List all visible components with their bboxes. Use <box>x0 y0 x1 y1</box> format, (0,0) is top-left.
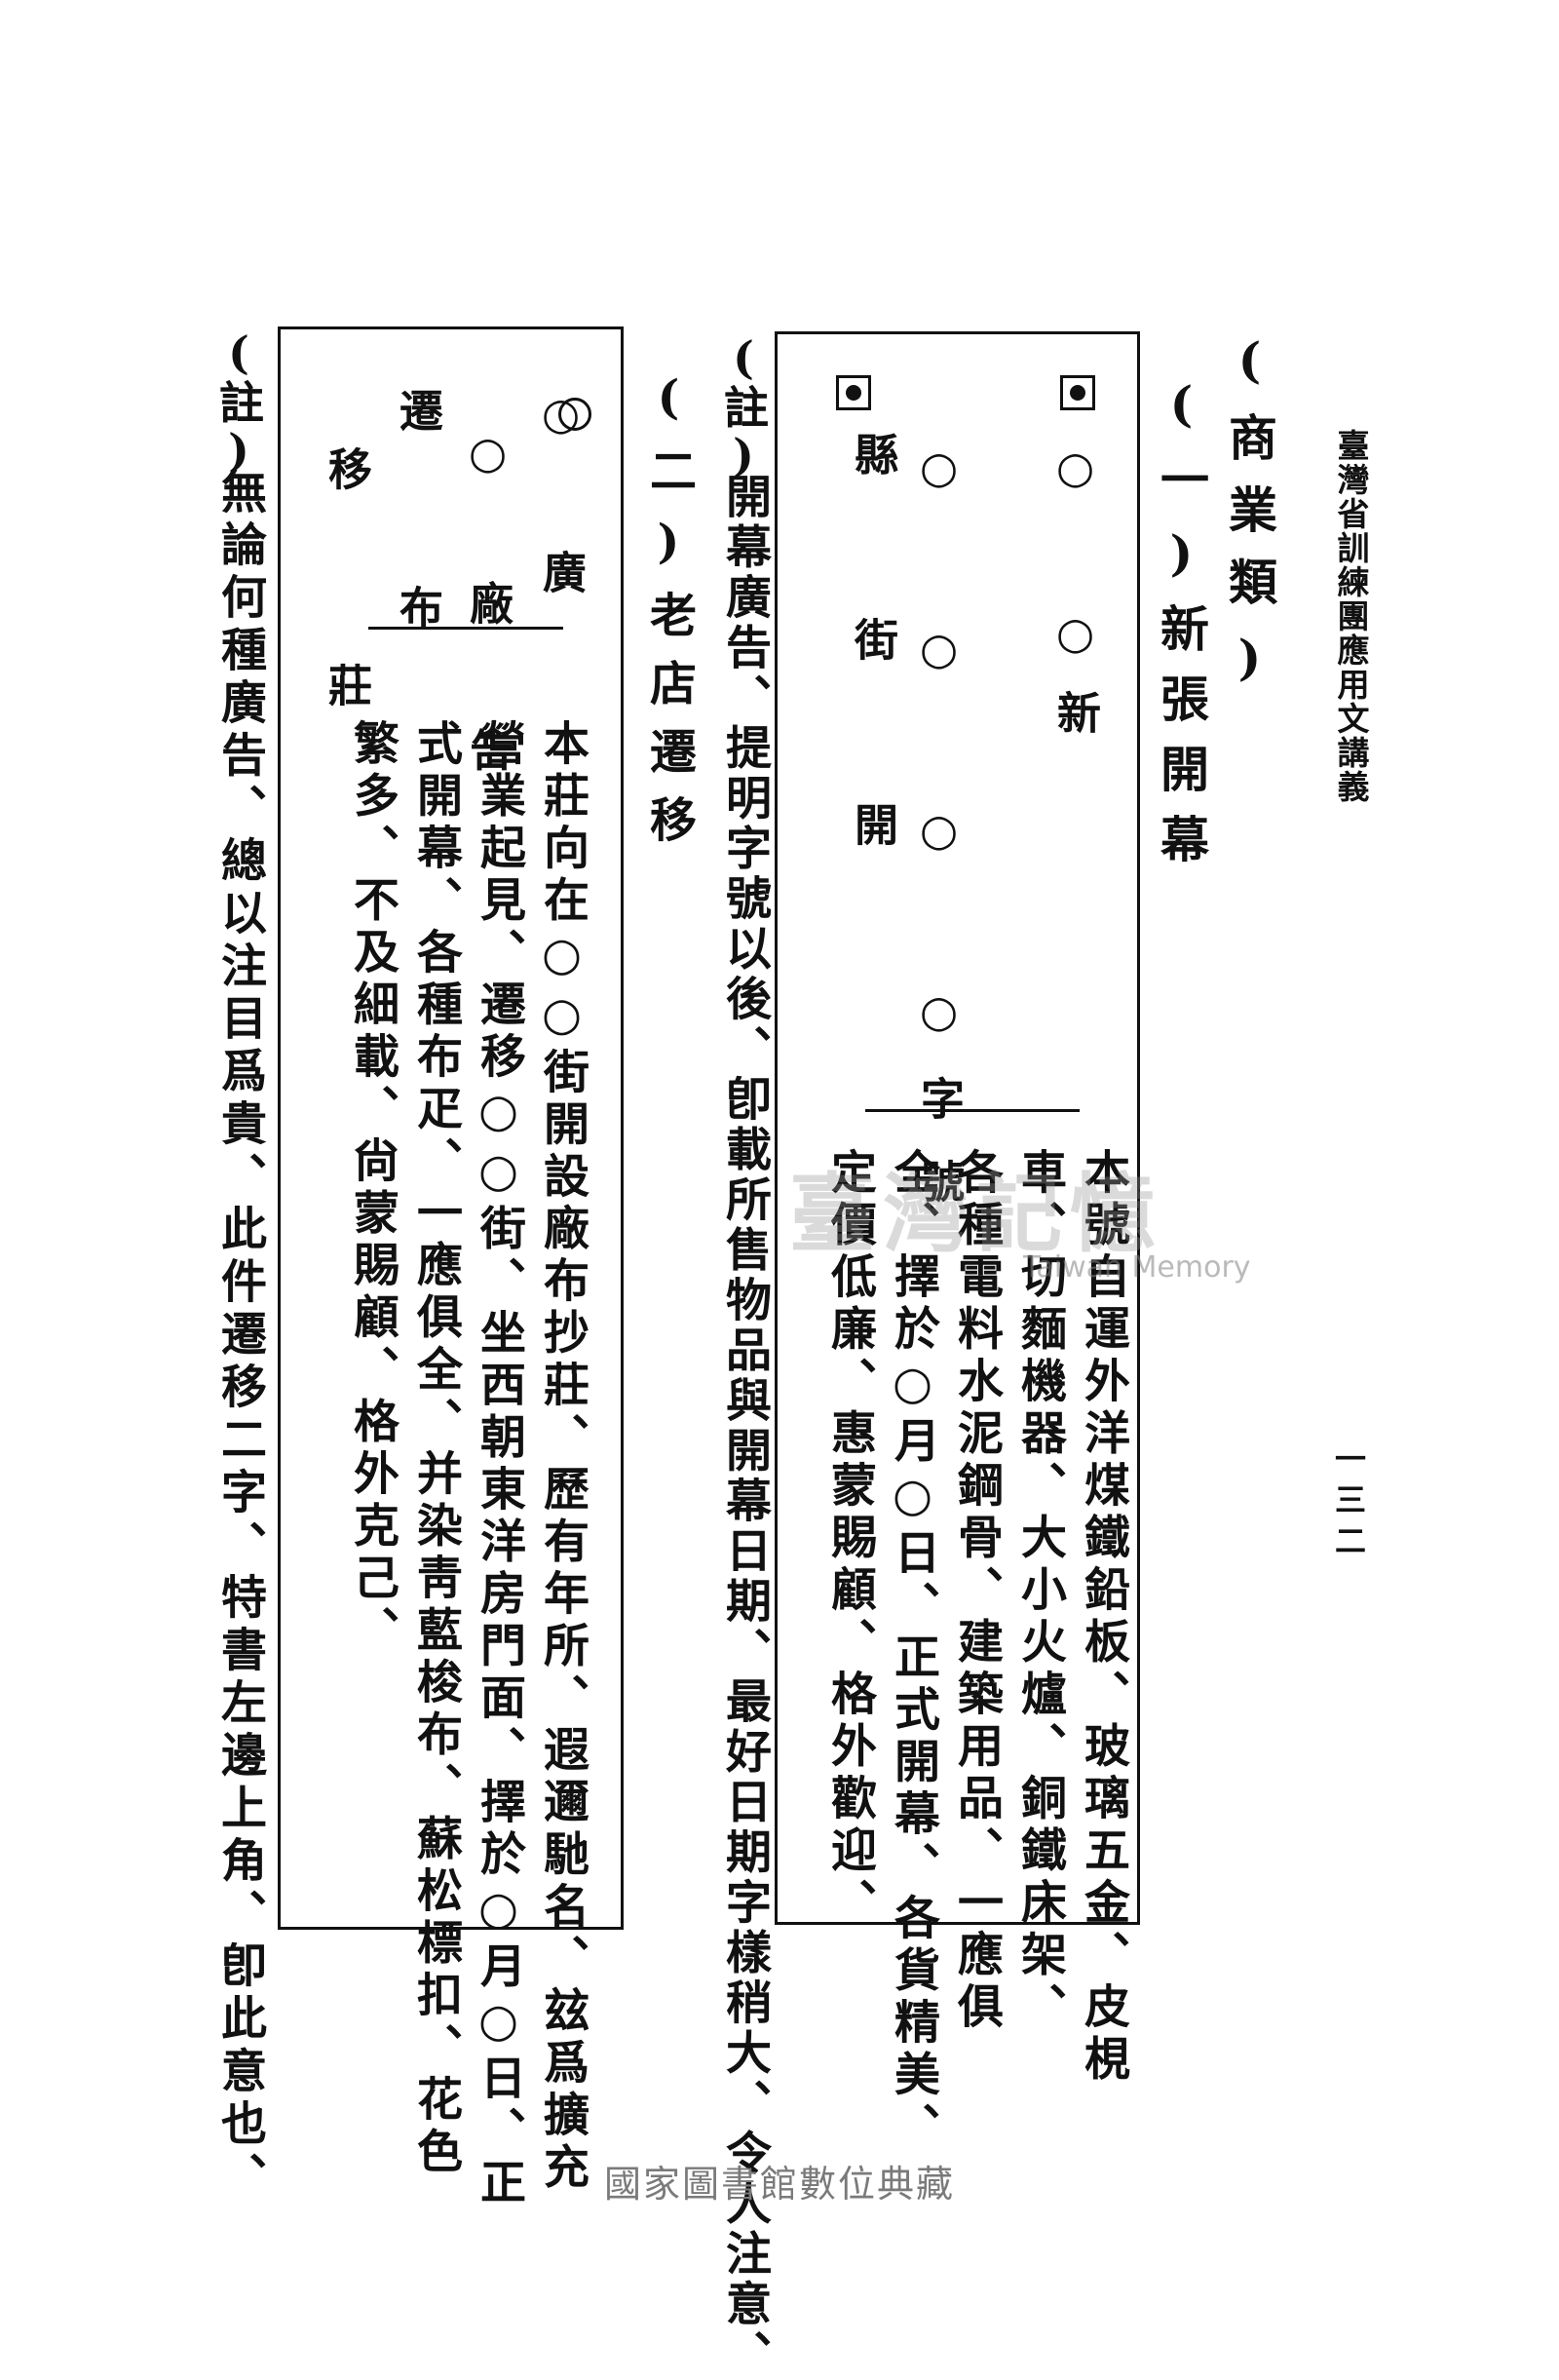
ad-body-line: 營業起見、遷移○○街、坐西朝東洋房門面、擇於○月○日、正 <box>472 719 525 2210</box>
seal-icon <box>1060 375 1095 410</box>
ad-body-line: 定價低廉、惠蒙賜顧、格外歡迎、 <box>822 1148 876 1931</box>
watermark-logo: 臺灣記憶 <box>789 1163 1164 1264</box>
ad-box-relocation: ○ 廣 ○ 廠 告 遷 布 移 莊 本莊向在○○街開設廠布抄莊、歷有年所、遐邇馳… <box>278 326 624 2210</box>
divider <box>865 1109 1080 1112</box>
ad-body-line: 本莊向在○○街開設廠布抄莊、歷有年所、遐邇馳名、玆爲擴充 <box>535 719 589 2195</box>
ad-body-line: 本號自運外洋煤鐵鉛板、玻璃五金、皮梘 <box>1076 1148 1129 2087</box>
ad-body-line: 全、擇於○月○日、正式開幕、各貨精美、 <box>886 1148 939 2155</box>
footer-credit: 國家圖書館數位典藏 <box>603 2163 955 2206</box>
book-title: 臺灣省訓練團應用文講義 <box>1332 429 1370 804</box>
section-2-heading: (二)老店遷移 <box>641 370 696 864</box>
ad-body-line: 繁多、不及細載、尙蒙賜顧、格外克己、 <box>345 719 399 1658</box>
section-1-heading: (一)新張開幕 <box>1153 375 1210 884</box>
watermark-caption: Taiwan Memory <box>1023 1250 1251 1285</box>
seal-icon <box>836 375 871 410</box>
category-title: (商業類) <box>1221 331 1278 710</box>
note-label: (註) <box>717 331 770 481</box>
ad-body-line: 式開幕、各種布疋、一應俱全、并染靑藍梭布、蘇松標扣、花色 <box>408 719 462 2179</box>
note-label: (註) <box>212 326 265 477</box>
ad-title-line: ○ ○新 <box>1049 441 1101 765</box>
circle-mark <box>558 398 591 431</box>
ad-box-new-opening: ○ ○新 ○ ○ ○ ○字號 縣 街 開 本號自運外洋煤鐵鉛板、玻璃五金、皮梘 … <box>775 331 1140 2155</box>
ad-line-1: ○ 廣 <box>535 388 587 623</box>
ad-address-line: 縣 街 開 <box>847 432 898 891</box>
note-text: 無論何種廣告、總以注目爲貴、此件遷移二字、特書左邊上角、卽此意也、 <box>212 468 266 2205</box>
ad-line-3: 遷 布 <box>392 388 443 679</box>
ad-line-2: ○ 廠 告 <box>462 427 513 796</box>
ad-name-line: ○ ○ ○ ○字號 <box>913 441 965 1242</box>
ad-line-4: 移 莊 <box>321 446 372 767</box>
page-number: 一三二 <box>1330 1442 1367 1565</box>
divider <box>368 627 563 630</box>
ad-body-line: 車、切麵機器、大小火爐、銅鐵床架、 <box>1012 1148 1066 2035</box>
note-text: 開幕廣告、提明字號以後、卽載所售物品與開幕日期、最好日期字樣稍大、令人注意、 <box>717 473 771 2380</box>
ad-body-line: 各種電料水泥鋼骨、建築用品、一應俱 <box>949 1148 1003 2035</box>
